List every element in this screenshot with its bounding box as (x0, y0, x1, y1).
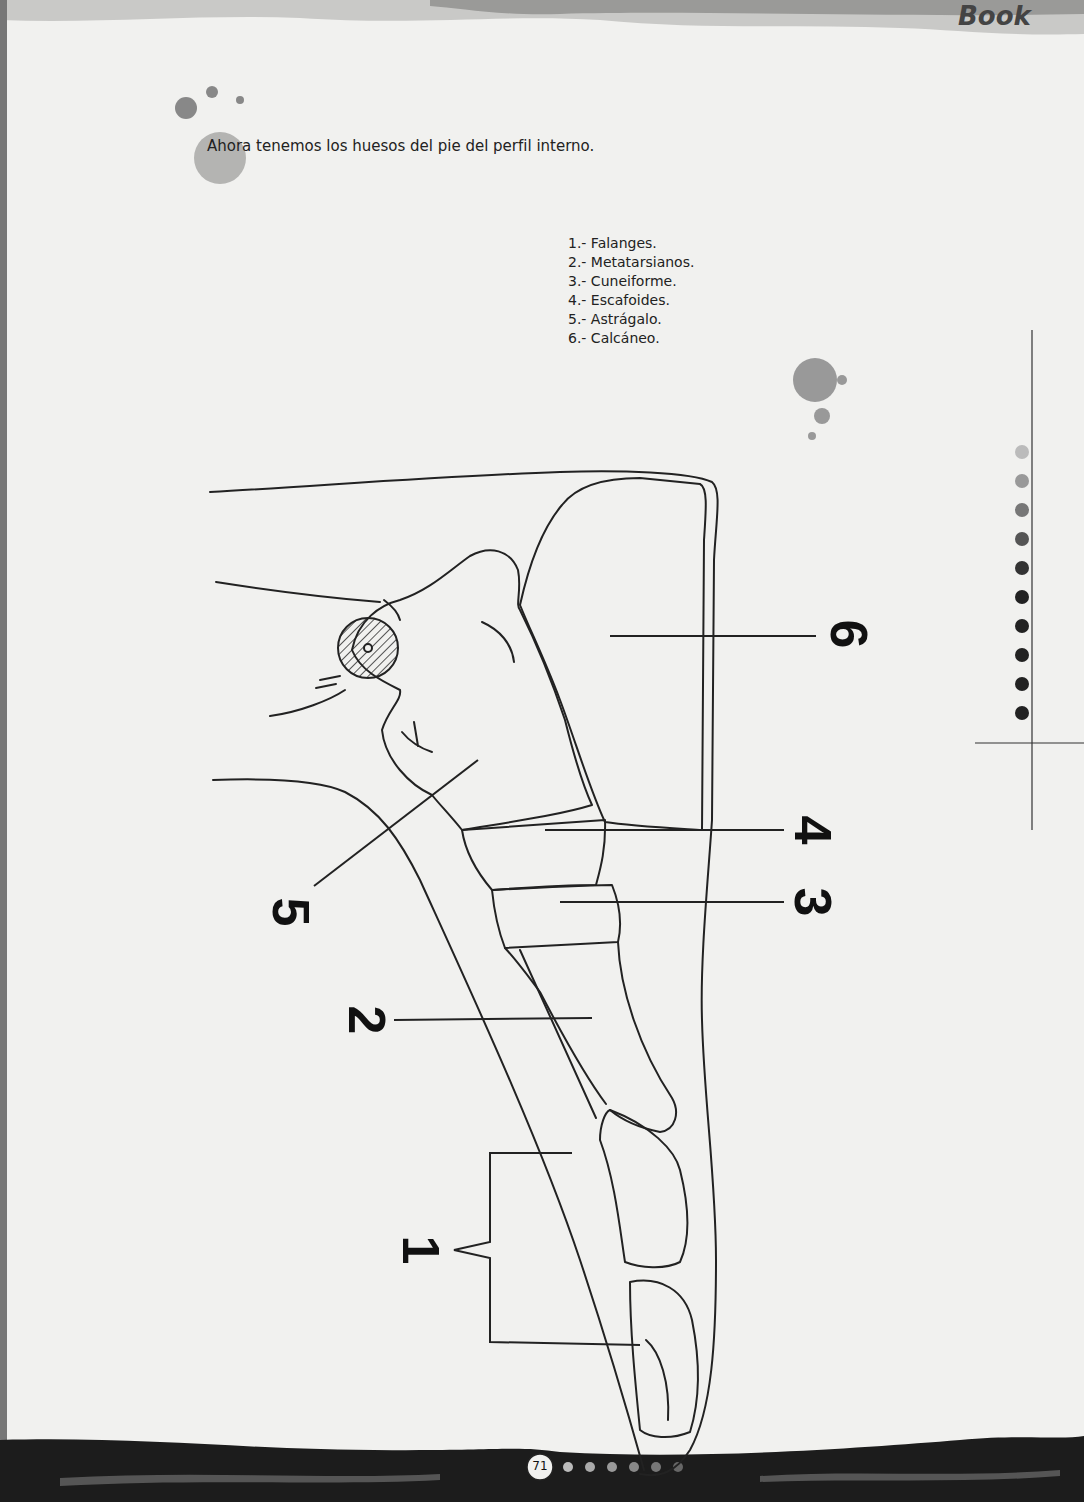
leg-line (270, 690, 345, 716)
page-number: 71 (532, 1460, 547, 1473)
legend-entry: 6.- Calcáneo. (568, 331, 660, 346)
page-dot (607, 1462, 617, 1472)
malleolus (338, 618, 398, 678)
page-number-ring (527, 1454, 553, 1480)
page-spine (0, 0, 7, 1502)
header-word: Book (958, 2, 1031, 31)
callout-number: 4 (783, 816, 840, 845)
intro-text: Ahora tenemos los huesos del pie del per… (207, 138, 594, 155)
leader-line (545, 829, 784, 831)
leader-line (394, 1018, 592, 1020)
page-dot (629, 1462, 639, 1472)
callout-number: 5 (261, 898, 318, 927)
callout-number: 6 (819, 620, 876, 649)
page-dot (563, 1462, 573, 1472)
page-dot (585, 1462, 595, 1472)
metatarsal-bone (610, 942, 676, 1132)
ink-splatter (837, 375, 847, 385)
legend-entry: 4.- Escafoides. (568, 293, 670, 308)
legend-entry: 5.- Astrágalo. (568, 312, 662, 327)
calcaneus-bone (520, 478, 706, 830)
foot-outline (210, 471, 718, 1475)
page-dot (651, 1462, 661, 1472)
side-dots (1015, 445, 1029, 720)
ink-splatter (808, 432, 816, 440)
phalanx-bone (600, 1110, 688, 1267)
metatarsal-bone (520, 950, 596, 1118)
ink-splatter (206, 86, 218, 98)
toenail (646, 1340, 668, 1420)
callout-number: 1 (391, 1236, 448, 1265)
foot-outline (213, 779, 644, 1470)
talus-detail (482, 622, 514, 662)
talus-bone (352, 550, 592, 830)
legend-entry: 2.- Metatarsianos. (568, 255, 694, 270)
ink-splatter (793, 358, 837, 402)
leg-line (216, 582, 380, 602)
callout-number: 2 (337, 1006, 394, 1035)
talus-detail (316, 600, 400, 688)
talus-detail (402, 722, 432, 752)
side-rule (1031, 330, 1032, 830)
phalanges-bracket (454, 1153, 640, 1345)
callout-number: 3 (783, 888, 840, 917)
cuneiform-bone (492, 885, 620, 948)
legend-entry: 3.- Cuneiforme. (568, 274, 677, 289)
ink-splatter (175, 97, 197, 119)
footer-band (0, 1436, 1084, 1502)
phalanx-bone (630, 1281, 698, 1437)
leader-line (610, 635, 816, 637)
malleolus-center (364, 644, 372, 652)
legend-entry: 1.- Falanges. (568, 236, 657, 251)
leader-line (314, 760, 478, 886)
side-rule (975, 742, 1084, 743)
ink-splatter (236, 96, 244, 104)
ink-splatter (814, 408, 830, 424)
metatarsal-bone (505, 948, 606, 1104)
footer-streak (760, 1470, 1060, 1482)
leader-line (560, 901, 784, 903)
footer-streak (60, 1474, 440, 1486)
header-band (0, 0, 1084, 34)
